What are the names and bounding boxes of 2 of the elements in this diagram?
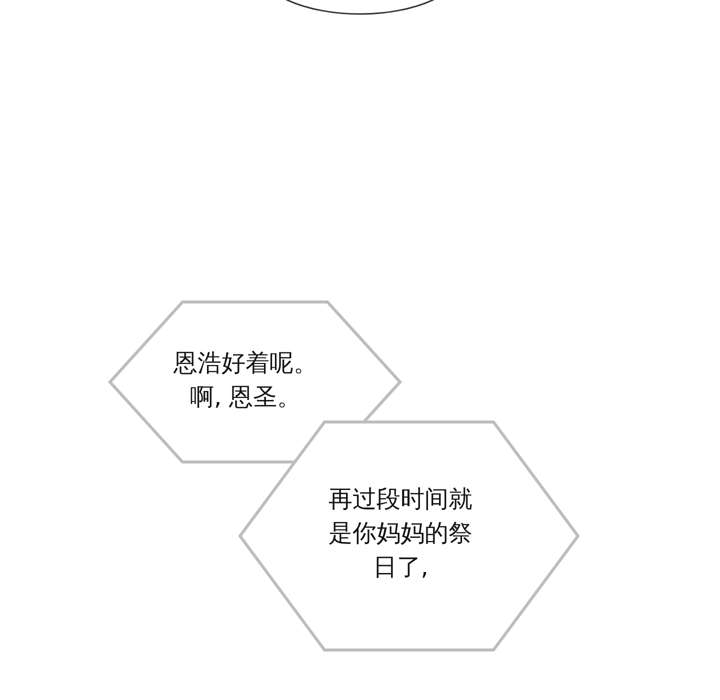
speech-text: 再过段时间就是你妈妈的祭日了, <box>328 484 474 583</box>
speech-text: 恩浩好着呢。啊, 恩圣。 <box>172 348 319 413</box>
